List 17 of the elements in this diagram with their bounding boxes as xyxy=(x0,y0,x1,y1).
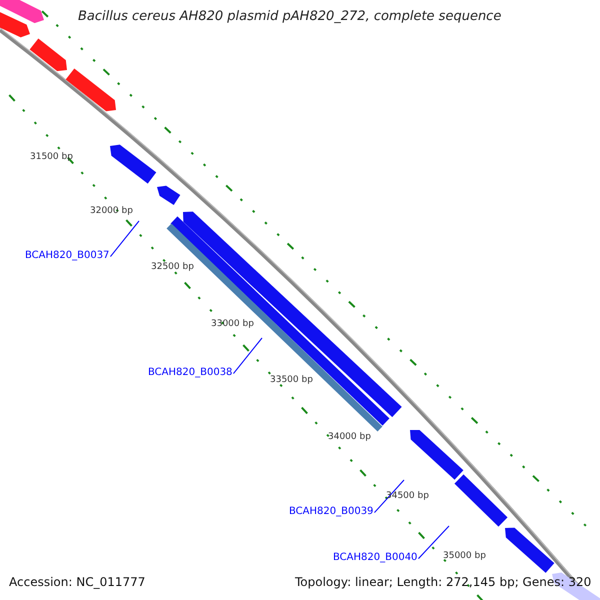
footer-text: Accession: NC_011777 xyxy=(9,575,146,589)
tick-label: 33000 bp xyxy=(211,319,254,329)
title: Bacillus cereus AH820 plasmid pAH820_272, complete sequence xyxy=(78,9,502,24)
gene-label: BCAH820_B0037 xyxy=(25,250,110,261)
tick-label: 32500 bp xyxy=(151,262,194,272)
tick-label: 34000 bp xyxy=(328,432,371,442)
tick-label: 32000 bp xyxy=(90,206,133,216)
tick-label: 33500 bp xyxy=(270,375,313,385)
gene-label: BCAH820_B0040 xyxy=(333,552,418,563)
leader-line xyxy=(110,220,140,258)
gene-label: BCAH820_B0038 xyxy=(148,367,232,378)
tick-label: 35000 bp xyxy=(443,551,486,561)
leader-line xyxy=(418,526,450,560)
tick-label: 31500 bp xyxy=(30,152,73,162)
leader-line xyxy=(232,338,262,374)
gene-label: BCAH820_B0039 xyxy=(289,506,374,517)
footer-text: Topology: linear; Length: 272,145 bp; Genes: 320 xyxy=(295,575,592,589)
